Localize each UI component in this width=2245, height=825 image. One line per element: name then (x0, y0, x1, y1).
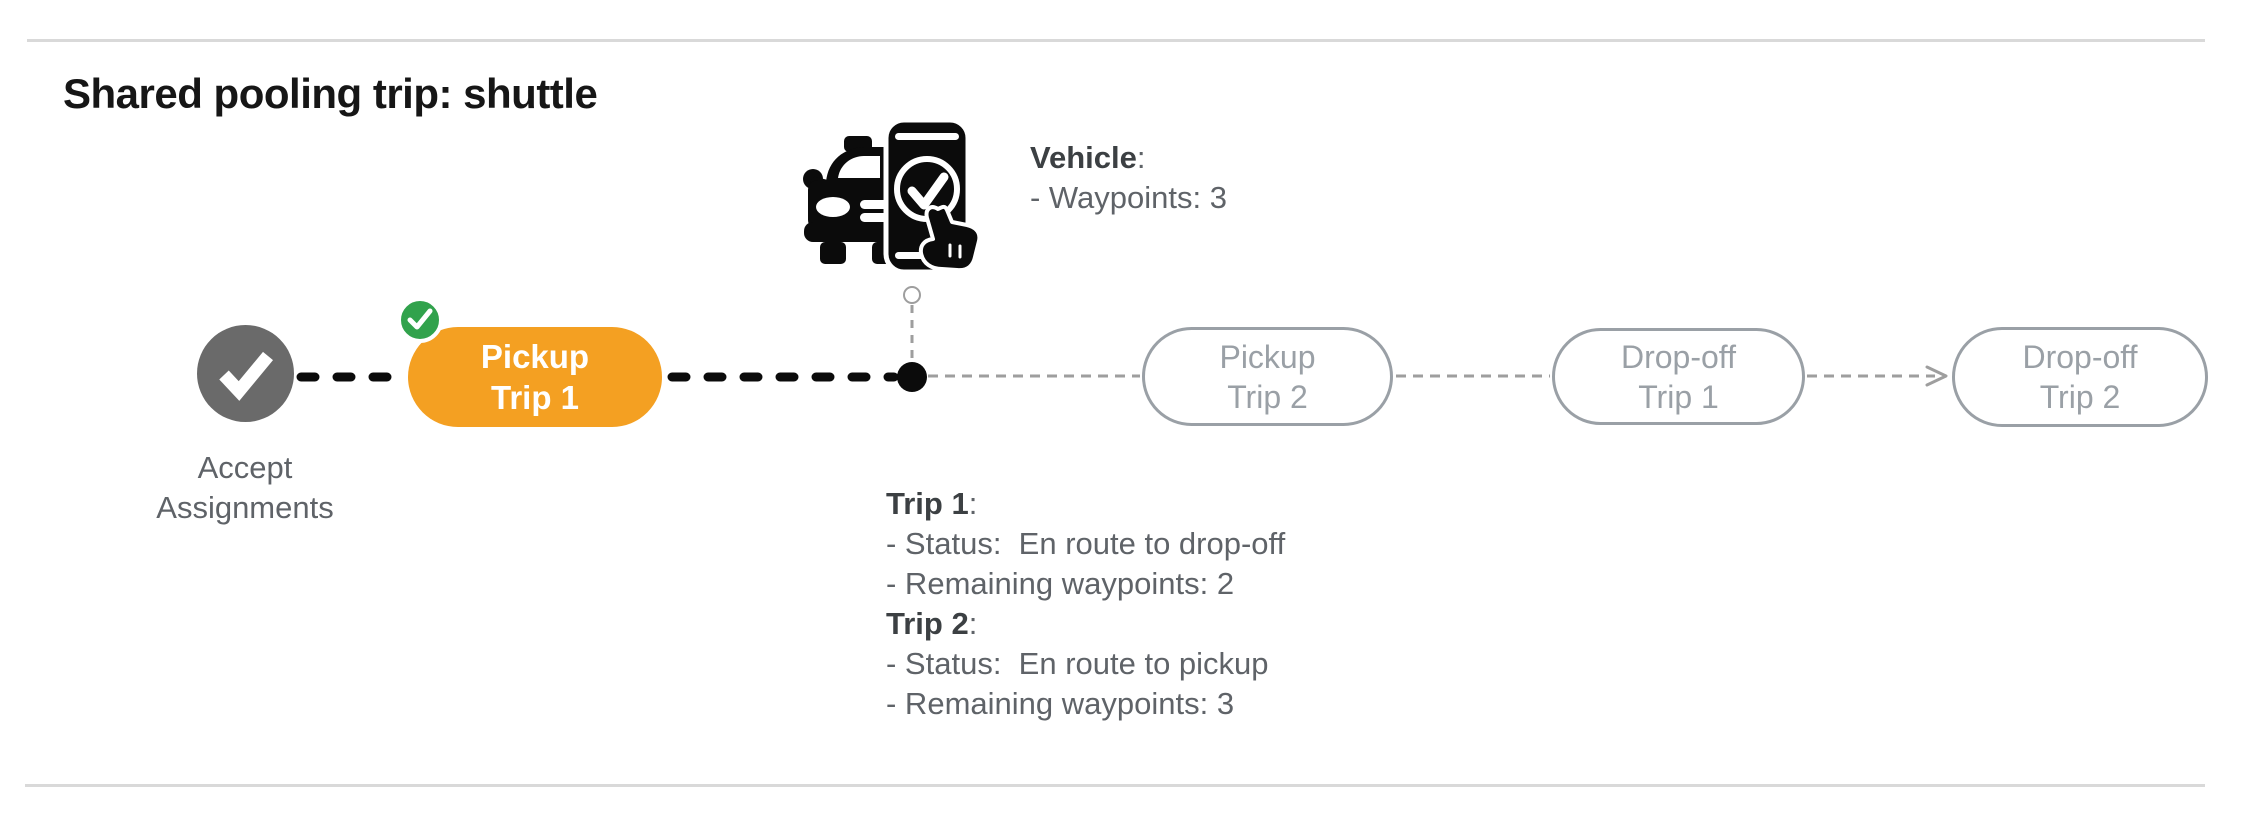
arrow-right-icon (1925, 365, 1948, 387)
start-label-line1: Accept (197, 450, 293, 485)
connector-upcoming-2 (1396, 374, 1550, 378)
node-pickup-trip-1: Pickup Trip 1 (408, 327, 662, 427)
connector-completed-2 (667, 372, 898, 382)
node-pickup-trip-2: Pickup Trip 2 (1142, 327, 1393, 426)
trip-1-status: - Status: En route to drop-off (886, 526, 1286, 561)
trip-1-colon: : (968, 486, 978, 521)
check-icon (407, 308, 433, 330)
pill-label-line2: Trip 2 (1227, 378, 1308, 415)
trip-1-label: Trip 1 (886, 486, 969, 521)
bottom-divider (25, 784, 2205, 787)
connector-upcoming-1 (928, 374, 1140, 378)
vehicle-anchor-ring (903, 286, 921, 304)
pill-label-line2: Trip 2 (2039, 379, 2121, 415)
trip-2-label: Trip 2 (886, 606, 969, 641)
trip-2-colon: : (968, 606, 978, 641)
hand-glyph (918, 204, 978, 273)
trip-status-annotation: Trip 1: - Status: En route to drop-off -… (886, 484, 1285, 724)
pill-label-line1: Drop-off (2022, 339, 2138, 375)
pill-label-line2: Trip 1 (490, 379, 580, 416)
vehicle-label: Vehicle (1030, 140, 1137, 175)
trip-1-waypoints: - Remaining waypoints: 2 (886, 566, 1235, 601)
vehicle-waypoints: - Waypoints: 3 (1030, 180, 1227, 215)
node-dropoff-trip-2: Drop-off Trip 2 (1952, 327, 2208, 427)
connector-completed-1 (296, 372, 411, 382)
check-icon (218, 351, 273, 401)
vehicle-position-dot (897, 362, 927, 392)
pill-label-line1: Drop-off (1620, 338, 1736, 375)
node-dropoff-trip-1: Drop-off Trip 1 (1552, 328, 1805, 425)
top-divider (27, 39, 2205, 42)
car-glyph (803, 136, 904, 264)
vehicle-annotation: Vehicle: - Waypoints: 3 (1030, 138, 1227, 218)
completed-badge (397, 297, 443, 343)
trip-1-heading: Trip 1: (886, 484, 1285, 524)
node-accept-assignments (197, 325, 294, 422)
pill-label-line1: Pickup (480, 338, 590, 375)
vehicle-phone-icon (803, 117, 978, 275)
pill-label-line2: Trip 1 (1638, 378, 1719, 415)
connector-upcoming-arrow (1807, 365, 1948, 387)
vehicle-annotation-title: Vehicle: (1030, 138, 1227, 178)
node-accept-assignments-label: Accept Assignments (120, 448, 370, 528)
trip-2-status: - Status: En route to pickup (886, 646, 1269, 681)
trip-2-waypoints: - Remaining waypoints: 3 (886, 686, 1235, 721)
trip-2-heading: Trip 2: (886, 604, 1285, 644)
vehicle-label-colon: : (1136, 140, 1146, 175)
pill-label-line1: Pickup (1219, 338, 1316, 375)
connector-vehicle-anchor (910, 305, 914, 361)
start-label-line2: Assignments (156, 490, 334, 525)
page-title: Shared pooling trip: shuttle (63, 70, 598, 117)
